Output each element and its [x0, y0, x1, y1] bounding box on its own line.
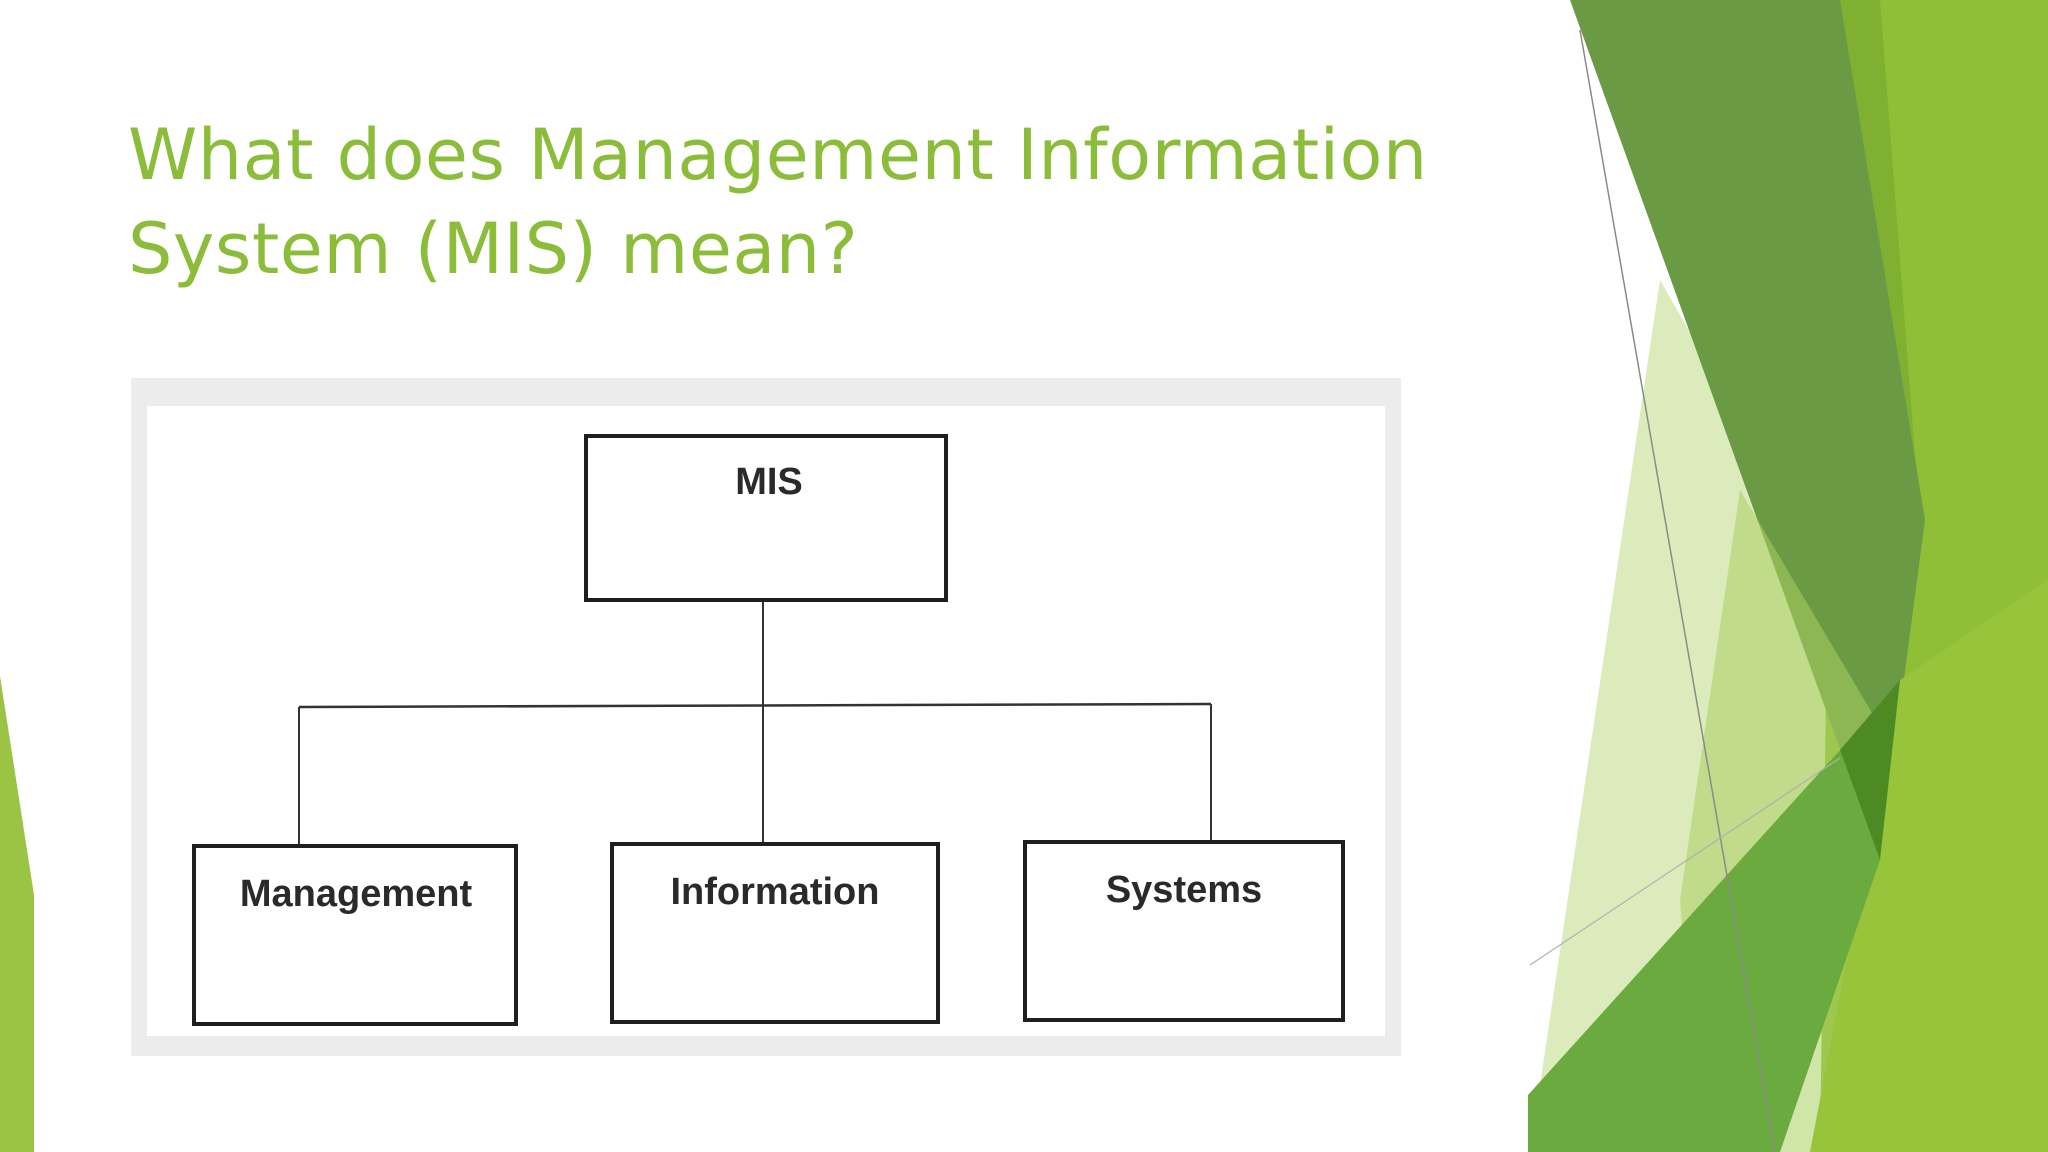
left-accent-shape	[0, 676, 34, 1152]
slide-title-line-2: System (MIS) mean?	[128, 202, 1428, 296]
node-management: Management	[194, 846, 516, 1024]
slide-title: What does Management Information System …	[128, 108, 1428, 296]
node-systems: Systems	[1025, 842, 1343, 1020]
node-mis-label: MIS	[735, 461, 803, 503]
node-information-label: Information	[671, 871, 880, 913]
mis-hierarchy-diagram: MIS Management Information Systems	[131, 378, 1401, 1056]
node-systems-label: Systems	[1106, 869, 1262, 911]
connector-horizontal	[299, 704, 1211, 707]
slide-title-line-1: What does Management Information	[128, 108, 1428, 202]
node-mis: MIS	[586, 436, 946, 600]
node-information: Information	[612, 844, 938, 1022]
node-management-label: Management	[240, 873, 473, 915]
